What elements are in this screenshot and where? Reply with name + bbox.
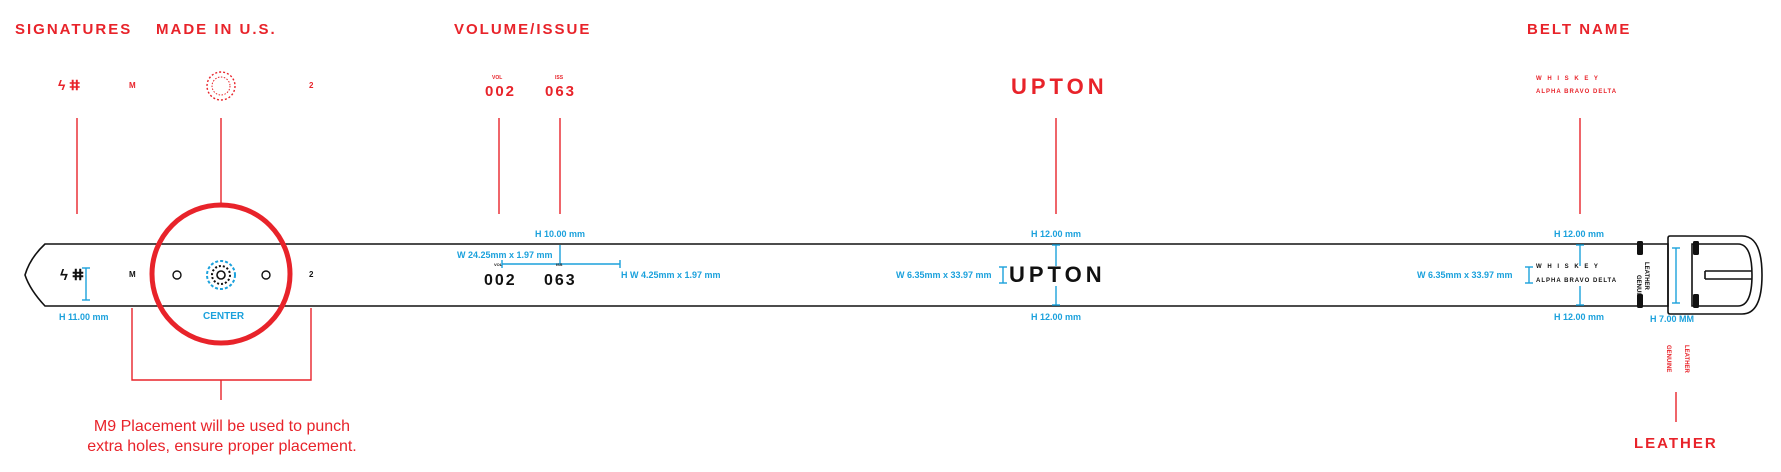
placement-note-line1: M9 Placement will be used to punch [93,418,351,435]
belt-keeper-tabs [1637,241,1699,308]
belt-vol-small: VOL [494,262,503,267]
preview-volume: 002 [485,83,517,100]
m9-placement-bracket [131,308,312,400]
dim-leather-height: H 7.00 MM [1650,314,1695,324]
preview-leather-label-2: LEATHER [1683,345,1689,373]
header-volume-issue: VOLUME/ISSUE [454,21,592,38]
belt-name: UPTON [1009,262,1106,287]
preview-signature-glyphs: ϟ ⵌ [58,77,81,93]
preview-emblem [206,71,236,101]
preview-issue: 063 [545,83,577,100]
center-emblem [206,260,236,290]
belt-leather-label-2: LEATHER [1643,262,1649,290]
preview-vol-small: VOL [492,75,503,81]
dim-volume-width: W 24.25mm x 1.97 mm [457,250,553,260]
header-leather: LEATHER [1634,435,1718,452]
placement-note-line2: extra holes, ensure proper placement. [87,438,357,455]
belt-line1: W H I S K E Y [1536,264,1600,270]
buckle [1667,235,1763,315]
dim-signature-height: H 11.00 mm [59,312,109,322]
preview-leather-label-1: GENUINE [1665,345,1671,373]
preview-name: UPTON [1011,74,1108,99]
belt-outline [24,243,1669,307]
center-label: CENTER [203,311,245,322]
center-highlight-circle [149,202,293,346]
dim-small-text: H W 4.25mm x 1.97 mm [621,270,721,280]
preview-belt-line2: ALPHA BRAVO DELTA [1536,89,1618,95]
header-made-in-us: MADE IN U.S. [156,21,277,38]
preview-iss-small: ISS [555,75,564,81]
dim-name-bottom: H 12.00 mm [1031,312,1082,322]
belt-line2: ALPHA BRAVO DELTA [1536,278,1618,284]
dim-name-top: H 12.00 mm [1031,229,1082,239]
dim-belt-top: H 12.00 mm [1554,229,1605,239]
belt-leather-label-1: GENUINE [1635,275,1641,303]
belt-volume: 002 [484,272,517,289]
preview-m-mark: M [129,81,136,90]
preview-two-mark: 2 [309,81,314,90]
header-belt-name: BELT NAME [1527,21,1632,38]
dim-belt-bottom: H 12.00 mm [1554,312,1605,322]
dim-volume-height: H 10.00 mm [535,229,586,239]
preview-belt-line1: W H I S K E Y [1536,76,1600,82]
belt-iss-small: ISS [556,262,563,267]
belt-signature-glyphs: ϟ ⵌ [60,267,84,284]
placement-note: M9 Placement will be used to punch extra… [72,417,372,457]
belt-issue: 063 [544,272,577,289]
dim-name-width: W 6.35mm x 33.97 mm [896,270,992,280]
header-signatures: SIGNATURES [15,21,133,38]
dim-belt-width: W 6.35mm x 33.97 mm [1417,270,1513,280]
belt-m-mark: M [129,270,136,279]
belt-two-mark: 2 [309,270,314,279]
leader-lines [76,118,1677,422]
punch-holes [172,270,271,280]
dimension-lines [82,244,1680,306]
